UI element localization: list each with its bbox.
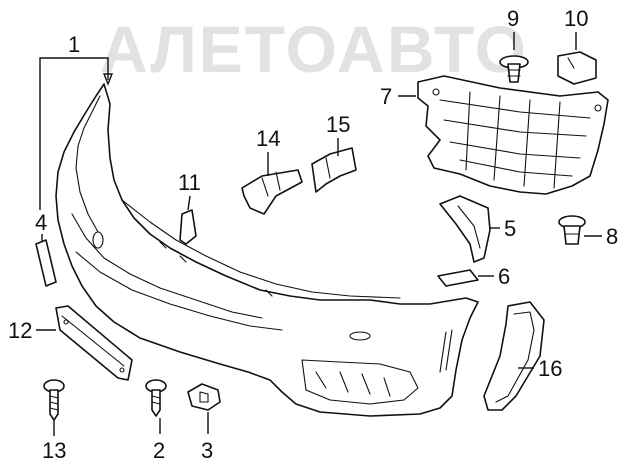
- leader-lines: [36, 32, 602, 436]
- callout-7: 7: [380, 84, 392, 109]
- part-5-bracket: [439, 195, 491, 263]
- part-11-bracket: [179, 209, 197, 245]
- callout-1: 1: [68, 32, 80, 57]
- part-12-plate-bracket: [55, 305, 133, 381]
- part-14-mount: [241, 169, 303, 215]
- callout-3: 3: [201, 438, 213, 463]
- callout-8: 8: [606, 224, 618, 249]
- callout-15: 15: [326, 112, 350, 137]
- part-9-nut: [499, 55, 529, 83]
- part-2-screw: [145, 379, 167, 417]
- watermark-text: АЛЕТОАВТО: [100, 12, 528, 86]
- bumper-cover: [55, 83, 479, 417]
- callout-6: 6: [498, 264, 510, 289]
- callout-2: 2: [153, 438, 165, 463]
- part-6-clip: [437, 269, 479, 287]
- callout-10: 10: [564, 6, 588, 31]
- callout-4: 4: [35, 210, 47, 235]
- part-7-carrier: [417, 75, 609, 195]
- part-4-strip: [35, 239, 57, 287]
- callout-13: 13: [42, 438, 66, 463]
- callout-11: 11: [178, 170, 201, 195]
- part-13-screw: [43, 379, 65, 421]
- callout-9: 9: [507, 6, 519, 31]
- part-16-reflector: [483, 301, 545, 411]
- part-3-push-nut: [187, 383, 221, 411]
- part-10-clip-nut: [557, 51, 597, 85]
- callout-16: 16: [538, 356, 562, 381]
- callout-12: 12: [8, 318, 32, 343]
- callout-5: 5: [504, 216, 516, 241]
- part-15-mount: [311, 147, 357, 193]
- part-8-push-clip: [558, 215, 586, 245]
- callout-14: 14: [256, 126, 280, 151]
